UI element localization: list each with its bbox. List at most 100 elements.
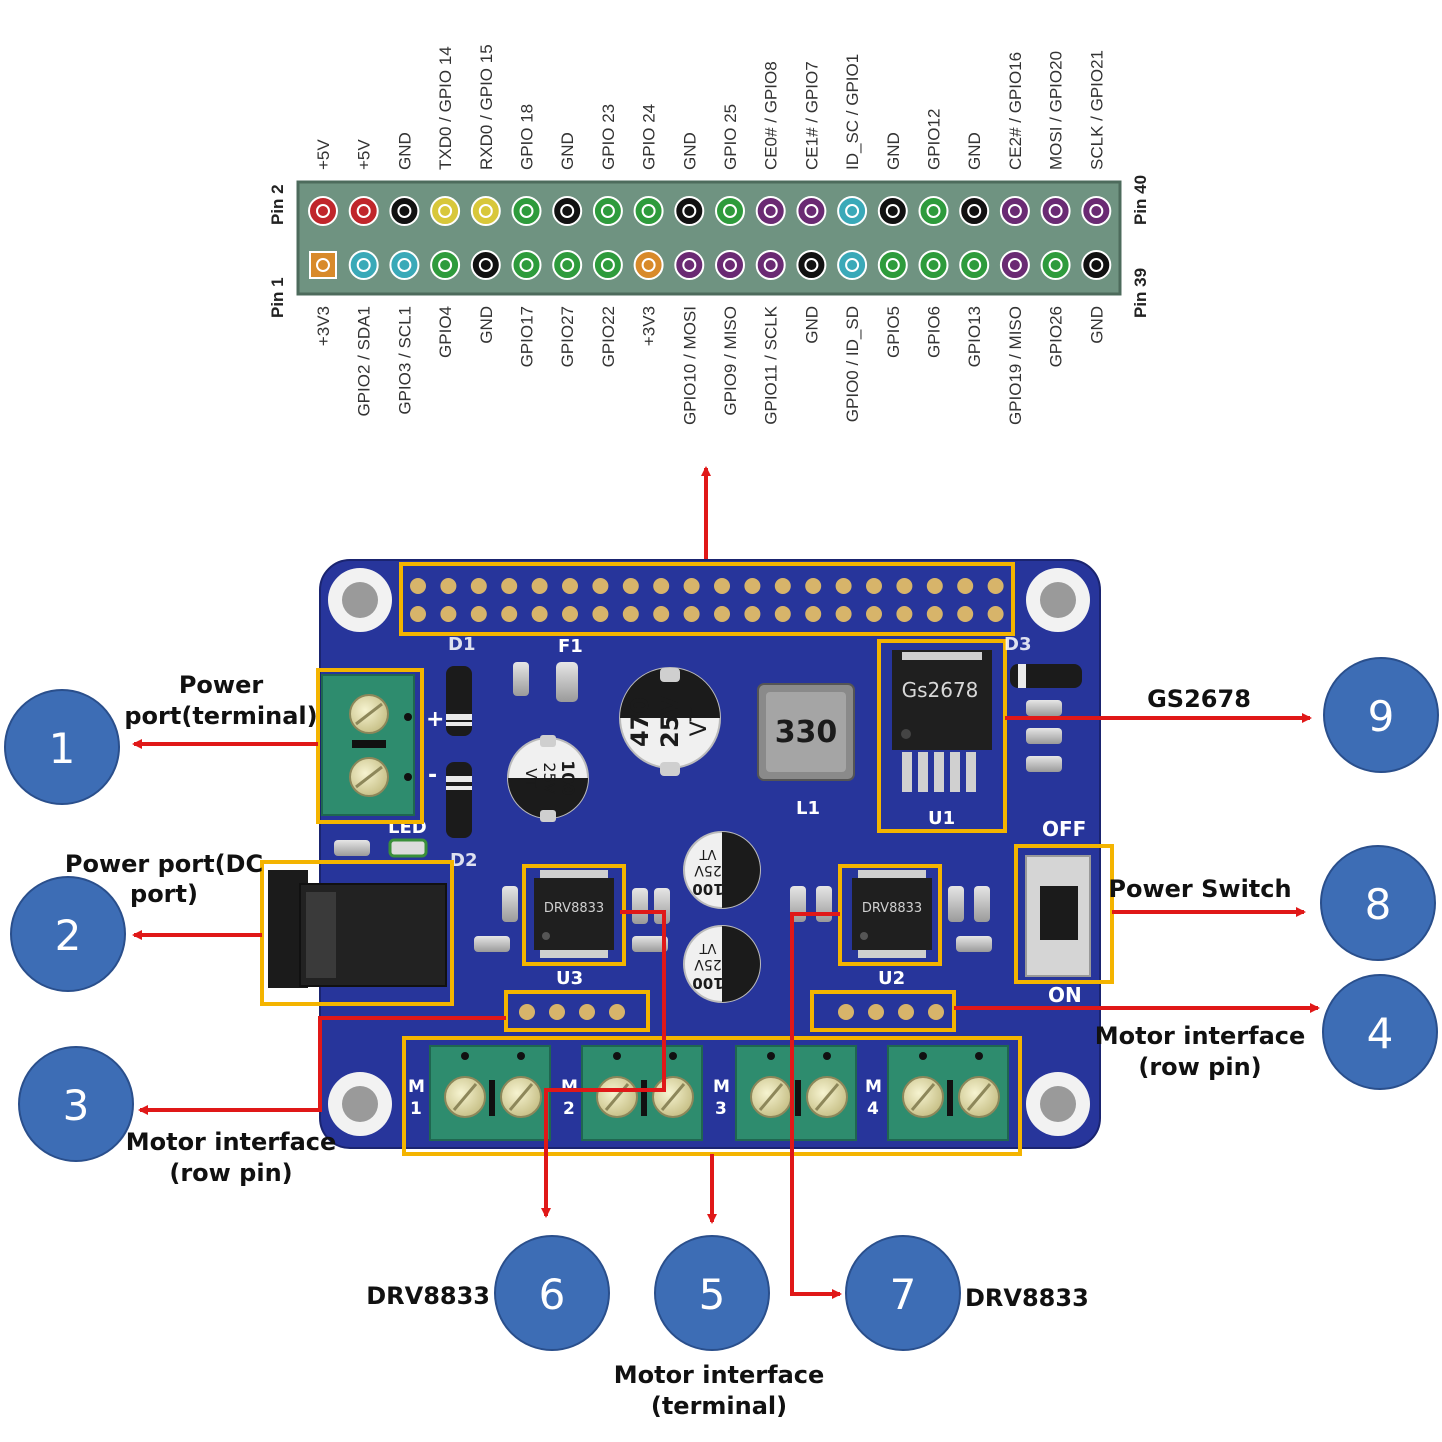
motor-terminal-m2 <box>581 1045 703 1141</box>
silk-f1: F1 <box>558 636 583 657</box>
silk-d2: D2 <box>450 850 477 871</box>
board-gpio-pad <box>774 578 791 594</box>
gpio-pin-top <box>999 196 1030 226</box>
silk-m1: M <box>408 1077 425 1097</box>
gpio-pin-bottom <box>348 250 379 280</box>
board-gpio-pad <box>592 606 609 622</box>
silk-off: OFF <box>1042 817 1086 841</box>
callout-5-number: 5 <box>699 1270 726 1319</box>
callout-1-label-line1: Power <box>179 671 264 699</box>
callout-1-number: 1 <box>49 724 76 773</box>
cap-left-leg <box>540 735 556 747</box>
gpio-bottom-pin-label: GPIO19 / MISO <box>1006 306 1025 425</box>
gpio-top-pin-label: RXD0 / GPIO 15 <box>477 44 496 170</box>
gpio-top-pin-label: +5V <box>355 139 374 170</box>
callout-6-number: 6 <box>539 1270 566 1319</box>
driver-u3-name: DRV8833 <box>544 901 604 916</box>
gpio-top-pin-label: GPIO 24 <box>640 104 659 170</box>
gpio-bottom-pin-label: GND <box>477 306 496 344</box>
gpio-bottom-pin-label: GPIO26 <box>1047 306 1066 367</box>
gpio-pin-bottom-ring <box>804 258 819 272</box>
gpio-bottom-pin-label: GND <box>802 306 821 344</box>
gpio-pin-bottom-ring <box>845 258 860 272</box>
gpio-pin-bottom <box>470 250 501 280</box>
smd-part <box>974 886 990 922</box>
inductor-value: 330 <box>775 715 838 750</box>
cap-upper-brand: VT <box>700 846 717 861</box>
gpio-pin-bottom <box>918 250 949 280</box>
gpio-top-pin-label: GND <box>965 132 984 170</box>
gpio-top-pins <box>308 196 1112 226</box>
gpio-pin-top-ring <box>967 204 982 218</box>
board-gpio-pad <box>531 606 548 622</box>
gpio-top-pin-label: MOSI / GPIO20 <box>1047 51 1066 170</box>
gpio-pin-bottom-ring <box>519 258 534 272</box>
gpio-pin-bottom <box>430 250 461 280</box>
silk-plus: + <box>426 707 444 732</box>
cap-left-value: 100 <box>557 760 577 796</box>
gpio-pin-top-ring <box>641 204 656 218</box>
gpio-pin-top-ring <box>1048 204 1063 218</box>
callout-2: 2 <box>10 876 126 992</box>
board-gpio-pad <box>440 578 457 594</box>
gpio-bottom-pin-label: GPIO4 <box>436 306 455 358</box>
regulator-name: Gs2678 <box>902 678 979 702</box>
board-gpio-pad <box>410 606 426 622</box>
gpio-top-pin-label: ID_SC / GPIO1 <box>843 54 862 170</box>
cap-upper-value: 100 <box>692 880 723 898</box>
gpio-pin-top <box>389 196 420 226</box>
gpio-pin-bottom-ring <box>641 258 656 272</box>
gpio-pin-top <box>918 196 949 226</box>
row-pin-right-highlight <box>810 990 956 1032</box>
callout-7: 7 <box>845 1235 961 1351</box>
regulator-highlight <box>877 639 1007 833</box>
gpio-pin-top-ring <box>885 204 900 218</box>
pin40-label: Pin 40 <box>1131 175 1150 225</box>
gpio-top-pin-label: GND <box>558 132 577 170</box>
callout-3: 3 <box>18 1046 134 1162</box>
gpio-pin-bottom-ring <box>560 258 575 272</box>
callout-4-label-line1: Motor interface <box>1095 1022 1306 1050</box>
gpio-top-pin-label: GPIO12 <box>925 109 944 170</box>
gpio-pin-bottom <box>309 251 337 279</box>
silk-m1-num: 1 <box>410 1099 422 1119</box>
silk-m2: M <box>561 1077 578 1097</box>
board-gpio-pad <box>896 578 913 594</box>
silk-d1: D1 <box>448 634 475 655</box>
pin1-label: Pin 1 <box>268 277 287 318</box>
gpio-pin-bottom <box>796 250 827 280</box>
board-gpio-pad <box>440 606 457 622</box>
board-gpio-pad <box>714 578 730 594</box>
driver-chip-u2 <box>852 870 932 958</box>
callout-6-label: DRV8833 <box>366 1282 490 1310</box>
gpio-bottom-pin-label: GPIO27 <box>558 306 577 367</box>
gpio-top-pin-label: GND <box>680 132 699 170</box>
board-gpio-pads <box>410 578 1004 622</box>
mounting-hole-tr <box>1026 568 1090 632</box>
cap-470-leg <box>660 668 680 682</box>
power-terminal-block <box>321 674 415 816</box>
board-gpio-pad <box>926 606 943 622</box>
gpio-pin-top <box>470 196 501 226</box>
board-header-highlight <box>399 562 1015 636</box>
driver-chip-u3 <box>534 870 614 958</box>
smd-part <box>474 936 510 952</box>
capacitor-100uf-left-text: 100 25V VT <box>522 760 577 796</box>
board-gpio-pad <box>622 606 639 622</box>
silk-m2-num: 2 <box>563 1099 575 1119</box>
smd-part <box>1026 728 1062 744</box>
led <box>388 838 428 858</box>
gpio-pin-top-ring <box>438 204 453 218</box>
board-gpio-pad <box>835 578 852 594</box>
cap-470-value: 470 <box>626 697 654 747</box>
row-pin-header-right <box>838 1004 944 1020</box>
capacitor-100uf-upper-text: 100 25V VT <box>692 846 723 898</box>
gpio-pin-top-ring <box>600 204 615 218</box>
gpio-bottom-pin-label: GPIO13 <box>965 306 984 367</box>
gpio-pin-bottom-ring <box>356 258 371 272</box>
callout-8-label: Power Switch <box>1108 875 1291 903</box>
gpio-pin-bottom-ring <box>926 258 941 272</box>
cap-lower-value: 100 <box>692 974 723 992</box>
